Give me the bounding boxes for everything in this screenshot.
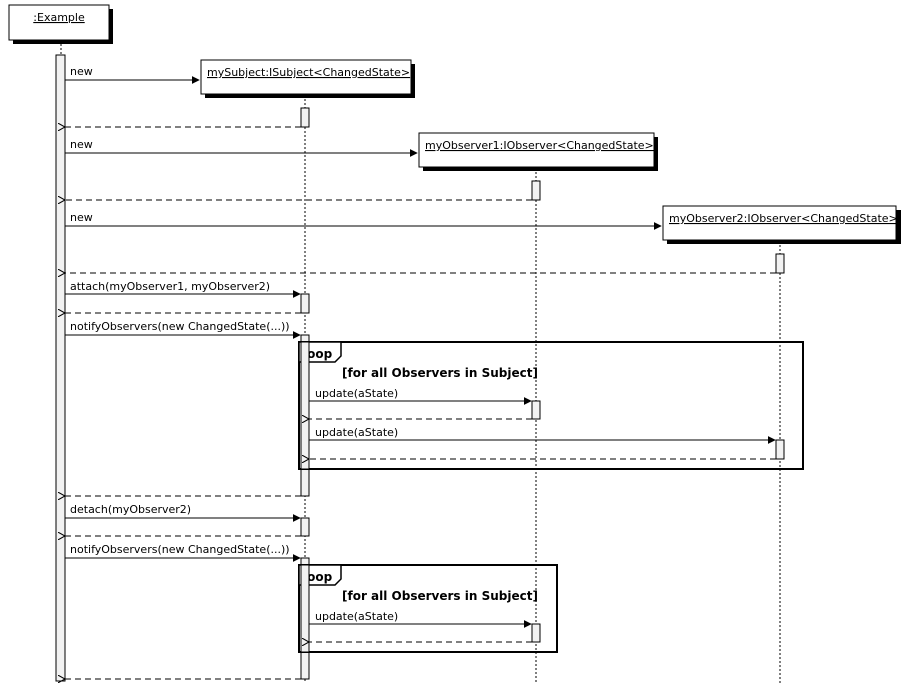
participant-example-label: :Example <box>33 11 85 24</box>
activation-observer1-update-2 <box>531 623 541 643</box>
message-update-1b-label: update(aState) <box>315 426 398 439</box>
activation-subject-loop-2 <box>300 564 310 653</box>
participant-subject: mySubject:ISubject<ChangedState> <box>200 59 415 98</box>
participant-example: :Example <box>8 4 113 44</box>
message-notify-2-label: notifyObservers(new ChangedState(...)) <box>70 543 290 556</box>
loop-fragment-2: loop [for all Observers in Subject] <box>298 564 558 653</box>
message-update-1a-label: update(aState) <box>315 387 398 400</box>
message-detach-label: detach(myObserver2) <box>70 503 191 516</box>
participant-observer1: myObserver1:IObserver<ChangedState> <box>418 132 658 171</box>
activation-observer1-update <box>531 400 541 420</box>
activation-subject-loop-1 <box>300 341 310 470</box>
message-new-observer1-label: new <box>70 138 93 151</box>
message-new-subject-label: new <box>70 65 93 78</box>
loop-2-keyword: loop <box>303 570 333 584</box>
participant-observer1-label: myObserver1:IObserver<ChangedState> <box>425 139 654 152</box>
activation-observer2-1 <box>775 253 785 274</box>
activation-subject-detach <box>300 517 310 537</box>
activation-observer2-update <box>775 439 785 460</box>
activation-example <box>55 54 66 682</box>
participant-subject-label: mySubject:ISubject<ChangedState> <box>207 66 410 79</box>
message-attach-label: attach(myObserver1, myObserver2) <box>70 280 270 293</box>
loop-fragment-1: loop [for all Observers in Subject] <box>298 341 804 470</box>
activation-observer1-1 <box>531 180 541 201</box>
loop-1-keyword: loop <box>303 347 333 361</box>
message-update-2-label: update(aState) <box>315 610 398 623</box>
loop-2-guard: [for all Observers in Subject] <box>342 589 538 603</box>
loop-1-guard: [for all Observers in Subject] <box>342 366 538 380</box>
participant-observer2-label: myObserver2:IObserver<ChangedState> <box>669 212 898 225</box>
participant-observer2: myObserver2:IObserver<ChangedState> <box>662 205 901 244</box>
activation-subject-1 <box>300 107 310 128</box>
message-notify-1-label: notifyObservers(new ChangedState(...)) <box>70 320 290 333</box>
activation-subject-attach <box>300 293 310 314</box>
message-new-observer2-label: new <box>70 211 93 224</box>
